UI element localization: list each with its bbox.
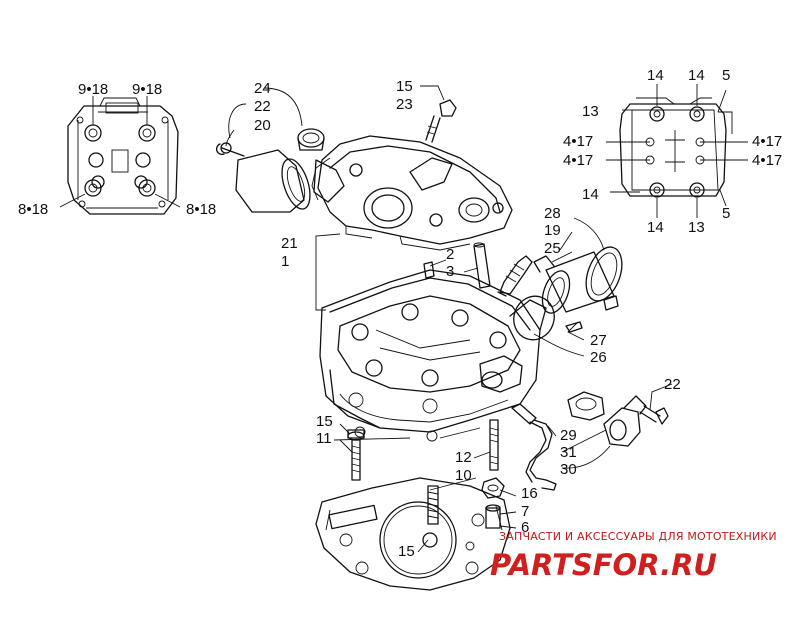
dowel-7 [485,504,501,529]
callout-15-mid: 15 [316,413,333,430]
callout-13-top: 13 [582,103,599,120]
callout-8-18-right: 8•18 [186,201,216,218]
callout-5-top: 5 [722,67,730,84]
breather-cap-assembly [216,87,345,213]
callout-22-top: 22 [254,98,271,115]
nut-16 [481,477,505,499]
callout-bracket [315,233,341,311]
callout-29: 29 [560,427,577,444]
detail-cover-bolt-pattern [606,84,748,218]
stud-12 [489,419,499,471]
callout-26: 26 [590,349,607,366]
callout-23: 23 [396,96,413,113]
watermark: ЗАПЧАСТИ И АКСЕССУАРЫ ДЛЯ МОТОТЕХНИКИ PA… [490,530,777,582]
callout-9-18-right: 9•18 [132,81,162,98]
callout-2: 2 [446,246,454,263]
callout-11: 11 [316,430,332,447]
callout-20: 20 [254,117,271,134]
detail-head-bolt-pattern [59,96,181,215]
callout-14-b: 14 [688,67,705,84]
leader-lines [339,217,673,553]
valve-guide [423,242,491,289]
callout-5-bottom: 5 [722,205,730,222]
spark-plug [497,255,533,297]
cover-bolt [420,85,457,143]
thermostat-housing [567,391,669,447]
callout-25: 25 [544,240,561,257]
callout-13-bottom: 13 [688,219,705,236]
callout-4-17-c: 4•17 [563,152,593,169]
callout-15-top: 15 [396,78,413,95]
watermark-caption: ЗАПЧАСТИ И АКСЕССУАРЫ ДЛЯ МОТОТЕХНИКИ [499,530,777,543]
watermark-logo: PARTSFOR.RU [490,548,717,582]
head-gasket [315,477,511,591]
callout-14-d: 14 [647,219,664,236]
callout-4-17-b: 4•17 [752,133,782,150]
callout-22-right: 22 [664,376,681,393]
callout-6: 6 [521,519,529,536]
callout-16: 16 [521,485,538,502]
callout-27: 27 [590,332,607,349]
callout-19: 19 [544,222,561,239]
temperature-sensor [511,403,557,491]
callout-28: 28 [544,205,561,222]
callout-9-18-left: 9•18 [78,81,108,98]
callout-1: 1 [281,253,289,270]
callout-4-17-d: 4•17 [752,152,782,169]
callout-14-c: 14 [582,186,599,203]
cylinder-head [319,269,547,442]
callout-12: 12 [455,449,472,466]
callout-24: 24 [254,80,271,97]
intake-boot [513,246,623,341]
callout-4-17-a: 4•17 [563,133,593,150]
callout-8-18-left: 8•18 [18,201,48,218]
callout-21: 21 [281,235,298,252]
callout-labels: 9•18 9•18 8•18 8•18 24 22 20 15 23 21 1 … [18,67,782,560]
stud-11 [347,429,365,481]
callout-30: 30 [560,461,577,478]
callout-3: 3 [446,263,454,280]
valve-cover [311,135,513,251]
callout-15-bottom: 15 [398,543,415,560]
callout-10: 10 [455,467,472,484]
callout-14-a: 14 [647,67,664,84]
callout-7: 7 [521,503,529,520]
callout-31: 31 [560,444,577,461]
